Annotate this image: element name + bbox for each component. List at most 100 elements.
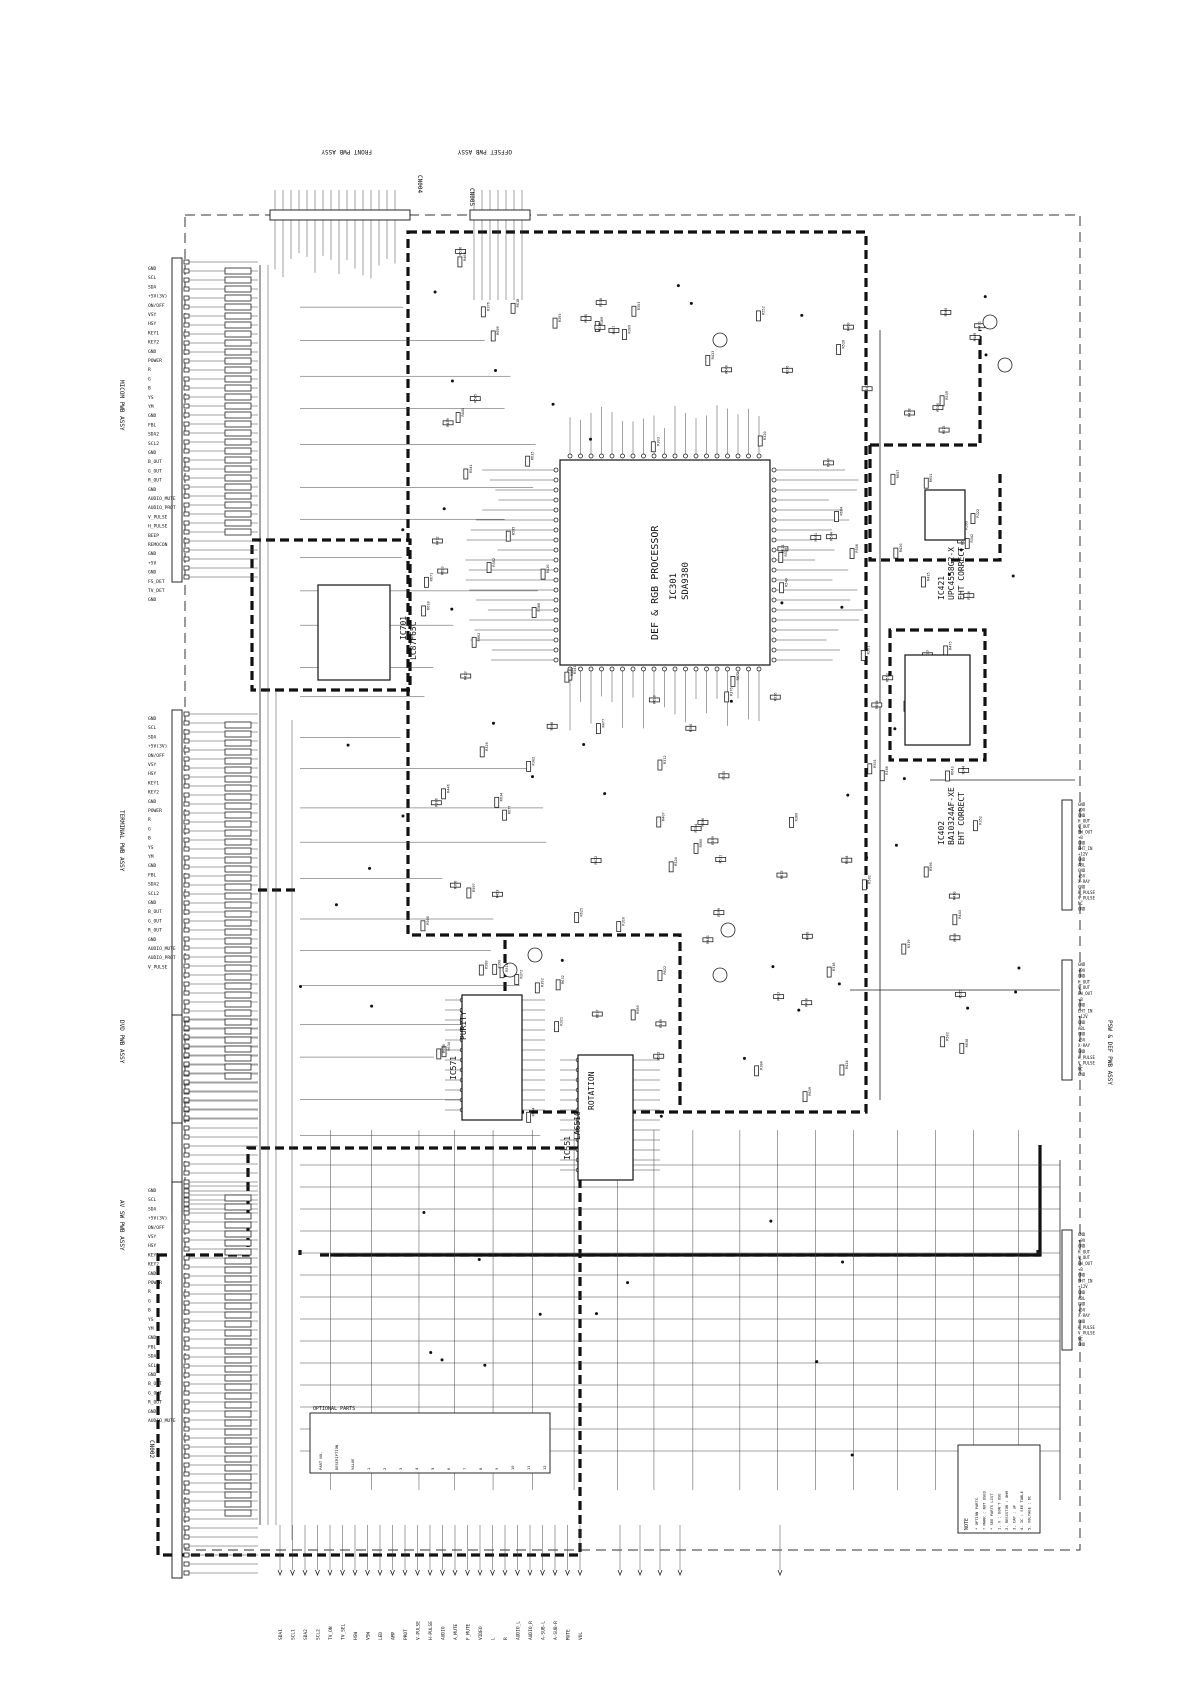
component-ref: R435 (926, 572, 930, 581)
right-signal-label: +12V (1078, 1284, 1088, 1289)
connector-pin (183, 511, 190, 517)
resistor (525, 455, 531, 467)
transistor (502, 962, 518, 978)
net-tag (224, 856, 252, 864)
ic571-body (461, 994, 523, 1121)
ic551-part: LA6510 (573, 1111, 582, 1140)
ic402-function: EHT CORRECT (957, 792, 966, 845)
right-signal-label: EW_OUT (1078, 830, 1093, 835)
left-signal-label: +5V (148, 560, 157, 566)
net-tag (224, 973, 252, 981)
right-signal-label: +9V (1078, 968, 1086, 973)
ic301-body (559, 459, 771, 666)
resistor (963, 593, 975, 599)
connector-pin (183, 358, 190, 364)
transistor (527, 947, 543, 963)
component-ref: R389 (659, 1019, 663, 1028)
connector-pin (183, 792, 190, 798)
net-tag (224, 411, 252, 419)
connector-pin (183, 1025, 190, 1031)
note-line: * OPTION PARTS (974, 1497, 979, 1530)
bus-arrow (402, 1569, 408, 1577)
right-signal-label: EW_OUT (1078, 1261, 1093, 1266)
junction-dot (771, 965, 775, 969)
av-signal-label: G_OUT (148, 1390, 162, 1396)
resistor (514, 974, 520, 985)
right-signal-label: +5V (1078, 874, 1086, 879)
ic701-body (317, 584, 391, 681)
ic421-body (924, 489, 966, 541)
ic301-pin (771, 587, 777, 593)
resistor (492, 963, 498, 975)
resistor (554, 1021, 559, 1033)
right-signal-label: H_PULSE (1078, 1325, 1095, 1330)
junction-dot (603, 792, 607, 796)
component-ref: R638 (965, 1039, 969, 1048)
resistor (769, 694, 781, 700)
bus-arrow (577, 1569, 583, 1577)
connector-pin (183, 1255, 190, 1261)
component-ref: R310 (622, 917, 626, 926)
av-bus-outline (330, 1145, 1042, 1257)
junction-dot (894, 843, 898, 847)
connector-pin (183, 1480, 190, 1486)
component-ref: R566 (701, 818, 705, 827)
ic301-pin (553, 647, 559, 653)
connector-pin (183, 1534, 190, 1540)
resistor (958, 767, 970, 773)
left-signal-label: VSY (148, 312, 157, 318)
component-ref: R690 (652, 695, 656, 704)
component-ref: R453 (495, 890, 499, 899)
left-signal-label: GND (148, 349, 157, 355)
connector-pin (183, 277, 190, 283)
resistor (580, 316, 592, 322)
connector-pin (183, 936, 190, 942)
offset-pwb-title: OFFSET PWB ASSY (457, 148, 512, 155)
net-tag (224, 1009, 252, 1017)
connector-pin (183, 891, 190, 897)
net-tag (224, 1464, 252, 1472)
resistor (622, 329, 627, 340)
net-tag (224, 811, 252, 819)
resistor (424, 576, 429, 588)
connector-pin (183, 1318, 190, 1324)
component-ref: R518 (505, 963, 509, 972)
connector-pin (183, 403, 190, 409)
ic301-pin (553, 567, 559, 573)
resistor (555, 979, 561, 991)
left-signal-label: GND (148, 450, 157, 456)
left-signal-label: YS (148, 395, 154, 401)
junction-dot (582, 742, 586, 746)
right-signal-label: NC (1078, 1066, 1083, 1071)
net-tag (224, 366, 252, 374)
bottom-bus-label: AMP (391, 1632, 397, 1640)
resistor (972, 820, 978, 832)
component-ref: R634 (500, 793, 504, 802)
component-ref: R502 (492, 558, 496, 567)
left-signal-label: GND (148, 487, 157, 493)
net-tag (224, 357, 252, 365)
net-tag (224, 1221, 252, 1229)
resistor (773, 994, 785, 1000)
ic301-pin (704, 453, 709, 459)
av-signal-label: KEY1 (148, 1252, 159, 1258)
junction-dot (1017, 966, 1021, 970)
ic301-pin (651, 666, 657, 672)
net-tag (224, 330, 252, 338)
net-tag (224, 1018, 252, 1026)
av-signal-label: FBL (148, 1344, 157, 1350)
connector-pin (183, 1088, 190, 1094)
connector-pin (183, 765, 190, 771)
resistor (510, 302, 516, 314)
terminal-signal-label: G (148, 826, 151, 832)
component-ref: R321 (560, 1017, 564, 1026)
resistor (964, 538, 970, 549)
net-tag (224, 1311, 252, 1319)
junction-dot (491, 721, 495, 725)
connector-pin (183, 1525, 190, 1531)
bus-arrow (377, 1569, 383, 1577)
component-ref: R625 (580, 908, 584, 917)
resistor (849, 548, 855, 559)
connector-pin (183, 999, 190, 1005)
